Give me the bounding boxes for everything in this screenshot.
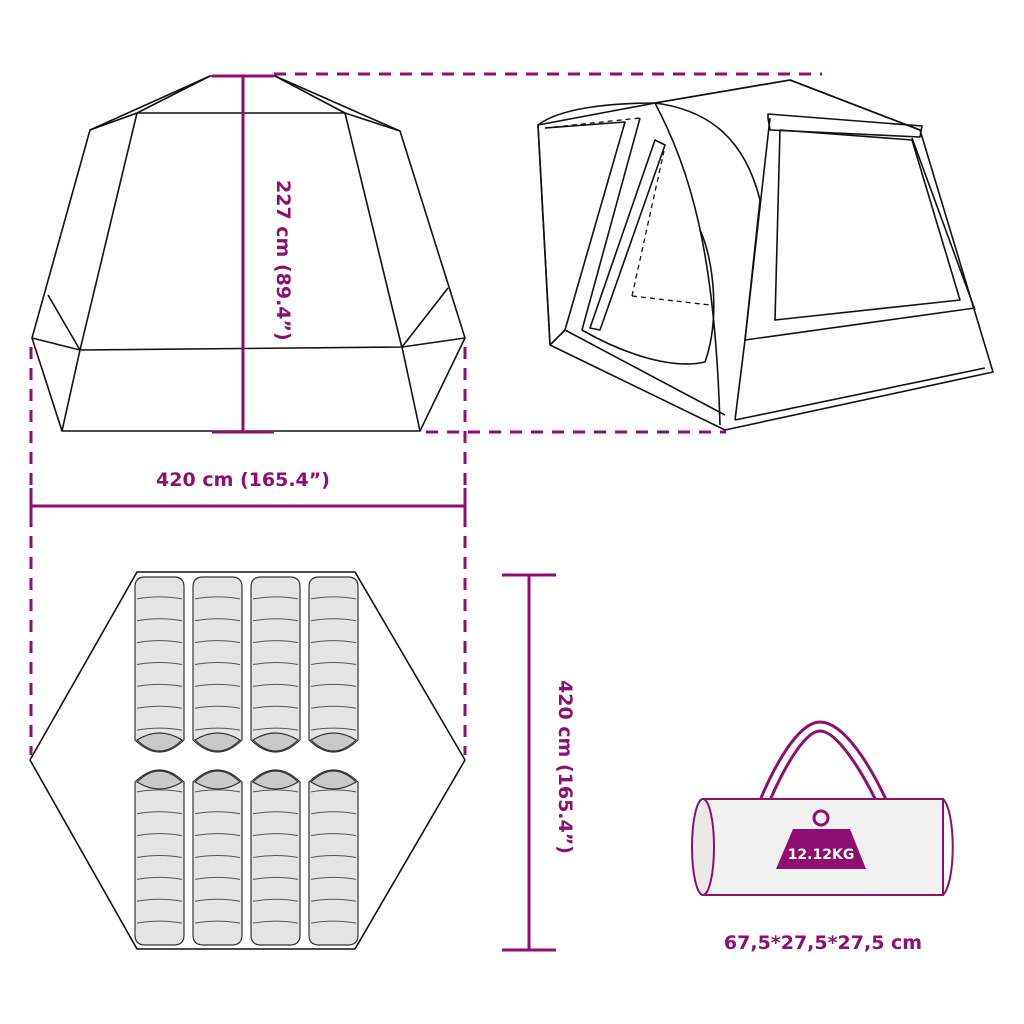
sleeping-bag-icon: [308, 576, 359, 753]
tent-front-view: [31, 75, 466, 432]
weight-icon: [776, 829, 866, 869]
sleeping-bag-icon: [134, 769, 185, 946]
height-label: 227 cm (89.4”): [272, 180, 294, 341]
weight-label: 12.12KG: [788, 847, 855, 863]
sleeping-bag-icon: [308, 769, 359, 946]
sleeping-bags-row-top: [134, 576, 359, 753]
sleeping-bag-icon: [192, 769, 243, 946]
depth-dimension: 420 cm (165.4”): [502, 573, 576, 952]
sleeping-bag-icon: [250, 769, 301, 946]
carry-bag: 12.12KG 67,5*27,5*27,5 cm: [691, 720, 954, 954]
width-dimension: 420 cm (165.4”): [29, 347, 467, 755]
sleeping-bag-icon: [134, 576, 185, 753]
weight-icon-hook: [812, 809, 830, 827]
sleeping-bags-row-bottom: [134, 769, 359, 946]
tent-perspective-view: [537, 79, 994, 431]
sleeping-bag-icon: [250, 576, 301, 753]
sleeping-bag-icon: [192, 576, 243, 753]
depth-label: 420 cm (165.4”): [554, 680, 576, 854]
width-label: 420 cm (165.4”): [156, 469, 330, 491]
package-size-label: 67,5*27,5*27,5 cm: [724, 932, 922, 954]
tent-floor-plan: [29, 571, 466, 950]
height-dimension: 227 cm (89.4”): [212, 72, 822, 434]
